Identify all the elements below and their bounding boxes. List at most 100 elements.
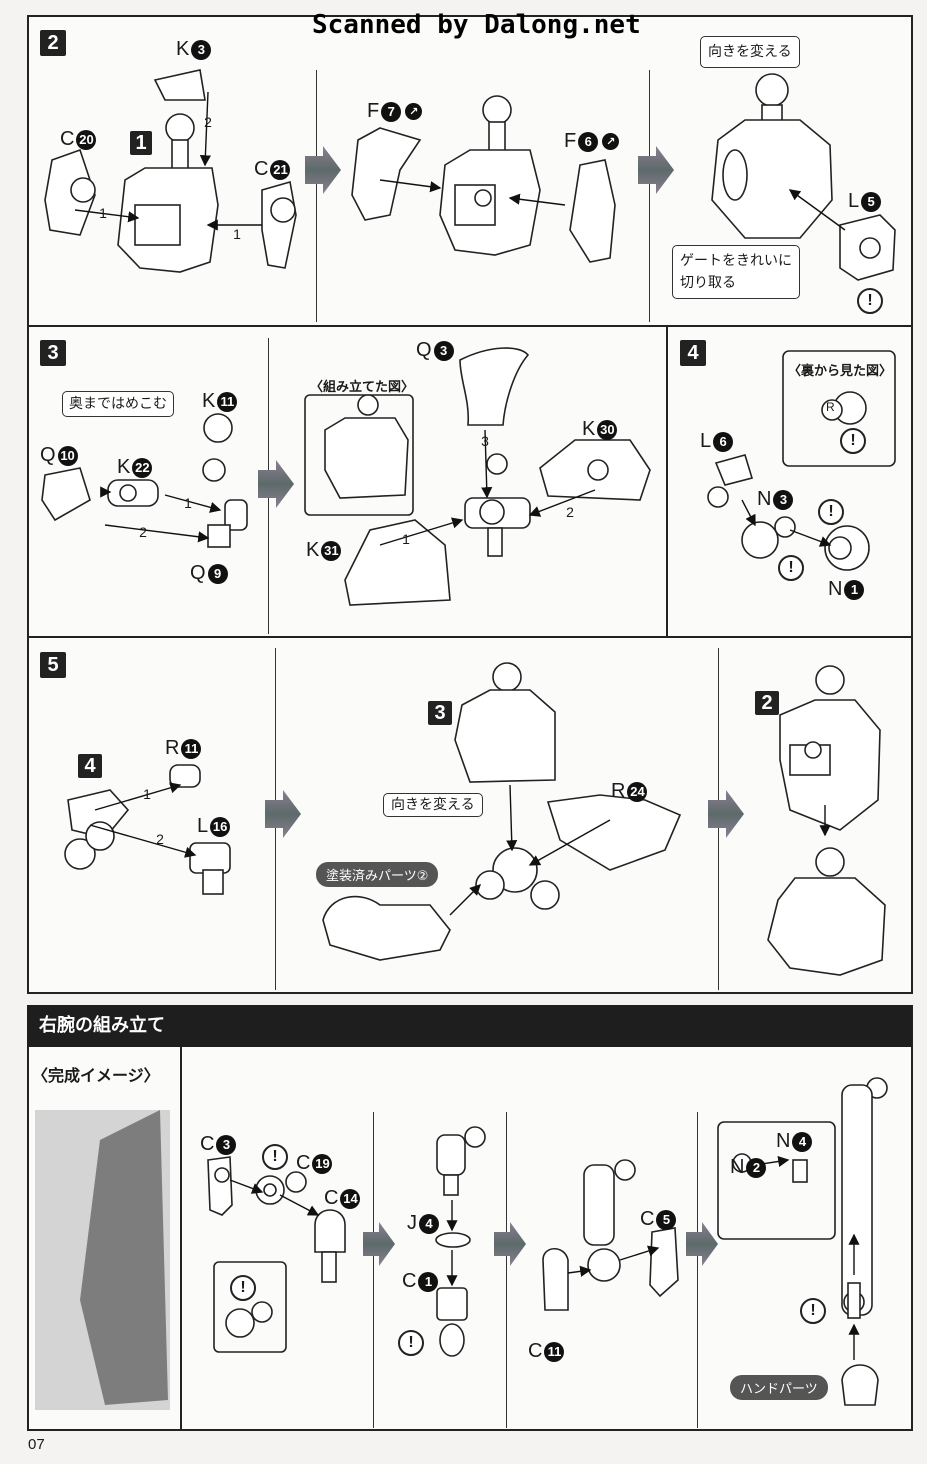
part-number: 2 bbox=[746, 1157, 767, 1178]
warning-icon: ! bbox=[230, 1275, 256, 1301]
part-number: 7 bbox=[381, 101, 402, 122]
painted-parts-label: 塗装済みパーツ② bbox=[316, 862, 439, 887]
part-letter: N bbox=[828, 578, 843, 600]
callout-rotate: 向きを変える bbox=[700, 36, 800, 68]
part-letter: C bbox=[640, 1208, 655, 1230]
part-letter: Q bbox=[40, 444, 56, 466]
right-arm-panel bbox=[27, 1005, 913, 1431]
callout-push-in: 奥まではめこむ bbox=[62, 391, 174, 417]
part-letter: K bbox=[117, 456, 131, 478]
r-marker: R bbox=[826, 400, 835, 414]
order-number: 2 bbox=[139, 524, 147, 540]
part-letter: C bbox=[296, 1152, 311, 1174]
part-number: 31 bbox=[321, 540, 342, 561]
part-letter: L bbox=[197, 815, 209, 837]
warning-icon: ! bbox=[818, 499, 844, 525]
flow-arrows bbox=[258, 146, 744, 1266]
part-letter: R bbox=[165, 737, 180, 759]
callout-gate: ゲートをきれいに 切り取る bbox=[672, 245, 800, 299]
divider bbox=[180, 1047, 182, 1429]
part-letter: Q bbox=[416, 339, 432, 361]
part-letter: C bbox=[528, 1340, 543, 1362]
part-number: 4 bbox=[419, 1213, 439, 1234]
warning-icon: ! bbox=[262, 1144, 288, 1170]
divider bbox=[316, 70, 317, 322]
order-number: 2 bbox=[156, 831, 164, 847]
order-number: 1 bbox=[143, 786, 151, 802]
step-number: 2 bbox=[40, 30, 66, 56]
divider bbox=[697, 1112, 698, 1428]
part-number: 6 bbox=[713, 431, 734, 452]
part-letter: F bbox=[367, 100, 380, 122]
part-letter: C bbox=[60, 128, 75, 150]
part-letter: F bbox=[564, 130, 577, 152]
part-letter: K bbox=[582, 418, 596, 440]
section-header: 右腕の組み立て bbox=[27, 1005, 912, 1047]
divider bbox=[506, 1112, 507, 1428]
part-number: 6 bbox=[578, 131, 599, 152]
finished-image-label: 〈完成イメージ〉 bbox=[32, 1066, 160, 1085]
part-number: 16 bbox=[210, 816, 231, 837]
part-letter: C bbox=[402, 1270, 417, 1292]
order-number: 1 bbox=[233, 226, 241, 242]
part-number: 11 bbox=[544, 1341, 565, 1362]
part-number: 11 bbox=[217, 391, 238, 412]
step-number: 5 bbox=[40, 652, 66, 678]
order-number: 2 bbox=[204, 114, 212, 130]
warning-icon: ! bbox=[857, 288, 883, 314]
part-letter: C bbox=[254, 158, 269, 180]
part-number: 5 bbox=[861, 191, 882, 212]
order-number: 1 bbox=[99, 205, 107, 221]
part-number: 3 bbox=[433, 340, 454, 361]
part-number: 10 bbox=[57, 445, 78, 466]
callout-text: ゲートをきれいに bbox=[680, 253, 792, 269]
sub-assembly-number: 3 bbox=[428, 701, 452, 725]
part-letter: N bbox=[757, 488, 772, 510]
part-letter: C bbox=[200, 1133, 215, 1155]
order-number: 1 bbox=[402, 531, 410, 547]
part-number: 14 bbox=[340, 1188, 361, 1209]
watermark: Scanned by Dalong.net bbox=[312, 10, 641, 40]
part-number: 3 bbox=[216, 1134, 237, 1155]
warning-icon: ! bbox=[840, 428, 866, 454]
part-number: 9 bbox=[207, 563, 228, 584]
callout-rotate: 向きを変える bbox=[383, 793, 483, 817]
step-number: 4 bbox=[680, 340, 706, 366]
part-letter: L bbox=[848, 190, 860, 212]
part-letter: N bbox=[776, 1130, 791, 1152]
part-letter: C bbox=[324, 1187, 339, 1209]
part-letter: K bbox=[176, 38, 190, 60]
part-number: 30 bbox=[597, 419, 618, 440]
part-number: 22 bbox=[132, 457, 153, 478]
part-letter: R bbox=[611, 780, 626, 802]
hand-parts-label: ハンドパーツ bbox=[730, 1375, 828, 1400]
order-number: 2 bbox=[566, 504, 574, 520]
divider bbox=[373, 1112, 374, 1428]
part-number: 19 bbox=[312, 1153, 333, 1174]
gate-icon: ↗ bbox=[602, 133, 620, 150]
part-letter: K bbox=[202, 390, 216, 412]
part-number: 3 bbox=[191, 39, 212, 60]
sub-assembly-number: 2 bbox=[755, 691, 779, 715]
page-number: 07 bbox=[28, 1436, 45, 1453]
part-number: 20 bbox=[76, 129, 97, 150]
